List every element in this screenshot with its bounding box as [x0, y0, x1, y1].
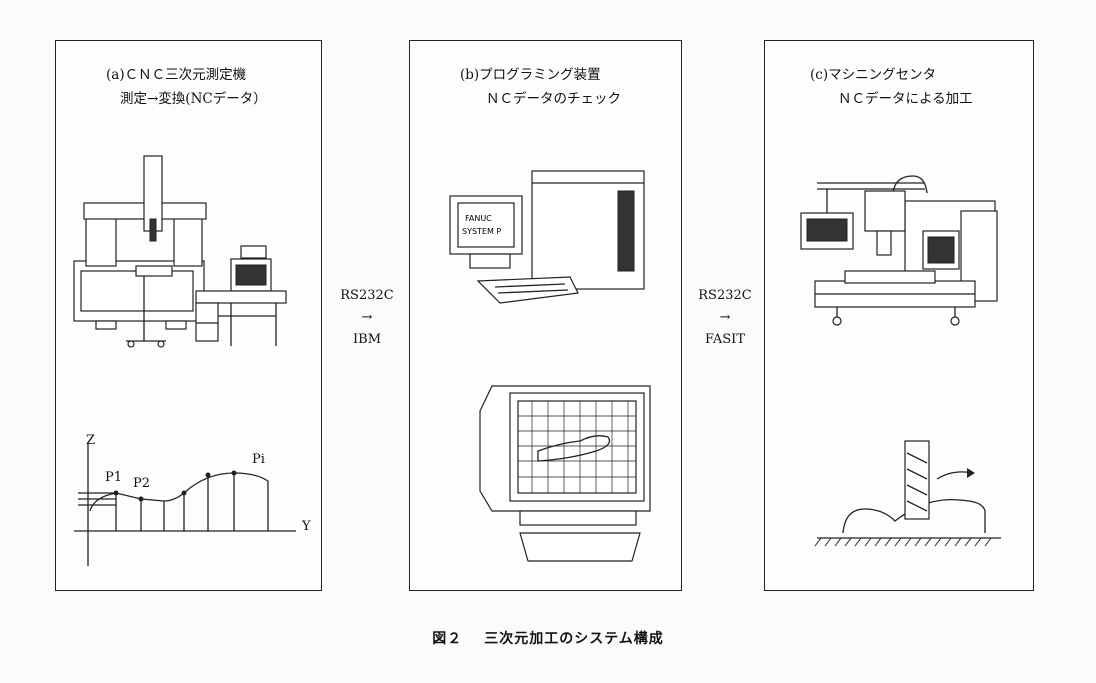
crt-monitor-icon [479, 385, 651, 562]
graph-y-label: Y [301, 519, 311, 534]
screen-text-line1: FANUC [465, 214, 492, 223]
panel-cnc-cmm: (a)ＣＮＣ三次元測定機 測定→変換(NCデータ） [55, 40, 322, 591]
panel-b-title: (b)プログラミング装置 ＮＣデータのチェック [460, 63, 621, 111]
panel-c-title-line1: (c)マシニングセンタ [810, 67, 937, 83]
panel-machining-center: (c)マシニングセンタ ＮＣデータによる加工 [764, 40, 1034, 591]
screen-text-line2: SYSTEM P [462, 227, 501, 236]
panel-a-title: (a)ＣＮＣ三次元測定機 測定→変換(NCデータ） [106, 63, 267, 111]
panel-b-title-line1: (b)プログラミング装置 [460, 67, 601, 83]
graph-point-pi: Pi [252, 452, 265, 467]
panel-b-title-line2: ＮＣデータのチェック [486, 91, 621, 107]
figure-caption: 図２ 三次元加工のシステム構成 [0, 628, 1096, 648]
connector-2-bottom: FASIT [705, 332, 745, 347]
figure-title: 三次元加工のシステム構成 [484, 631, 664, 647]
connector-1-top: RS232C [340, 288, 394, 303]
graph-point-p1: P1 [105, 470, 122, 485]
computer-cart-icon [195, 245, 287, 346]
machining-center-icon [800, 175, 998, 326]
connector-2-arrow: → [719, 310, 731, 325]
connector-rs232c-ibm: RS232C → IBM [332, 285, 402, 351]
panel-programming-device: (b)プログラミング装置 ＮＣデータのチェック FANUC SYSTEM P [409, 40, 682, 591]
cmm-machine-illustration: Z Y P1 P2 Pi [73, 155, 311, 566]
figure-number: 図２ [432, 631, 463, 647]
panel-c-title-line2: ＮＣデータによる加工 [838, 91, 973, 107]
graph-point-p2: P2 [133, 476, 150, 491]
programming-device-illustration: FANUC SYSTEM P [449, 170, 651, 562]
machining-center-illustration [800, 175, 1001, 547]
cmm-machine-icon [73, 155, 207, 348]
connector-rs232c-fasit: RS232C → FASIT [690, 285, 760, 351]
measurement-graph: Z Y P1 P2 Pi [74, 433, 311, 566]
graph-z-label: Z [86, 433, 95, 448]
panel-c-title: (c)マシニングセンタ ＮＣデータによる加工 [810, 63, 973, 111]
panel-a-title-line2: 測定→変換(NCデータ） [120, 91, 267, 107]
connector-1-bottom: IBM [353, 332, 381, 347]
panel-a-title-line1: (a)ＣＮＣ三次元測定機 [106, 67, 247, 83]
workstation-icon: FANUC SYSTEM P [449, 170, 645, 304]
connector-1-arrow: → [361, 310, 373, 325]
connector-2-top: RS232C [698, 288, 752, 303]
cutting-tool-icon [814, 440, 1001, 547]
